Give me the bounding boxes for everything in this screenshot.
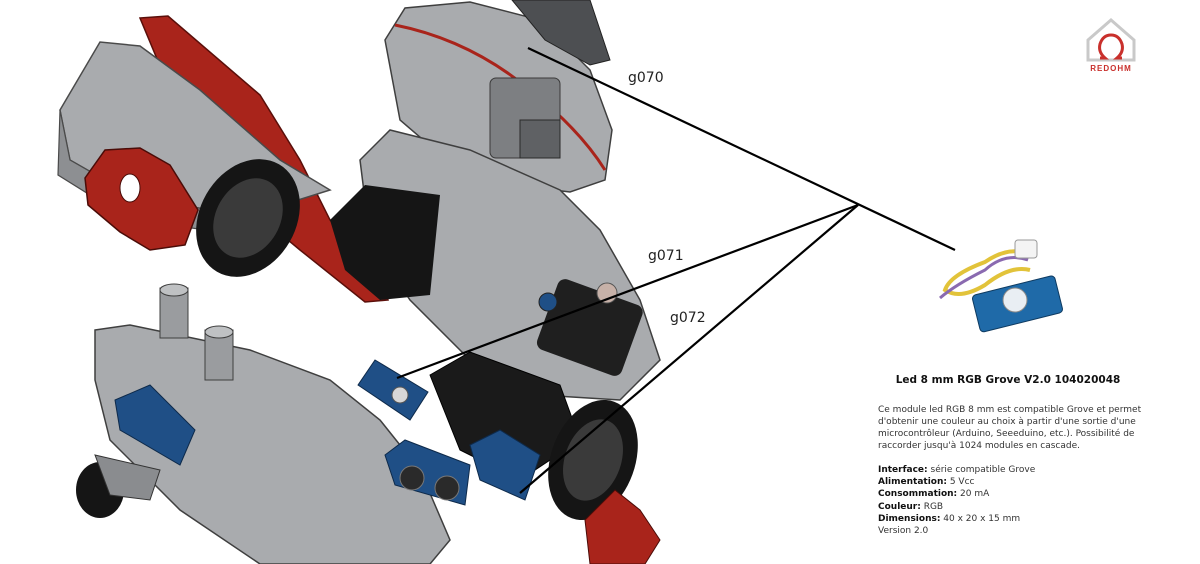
red-bracket-bottom: [584, 489, 661, 564]
spec-row: Alimentation: 5 Vcc: [878, 477, 975, 488]
logo-brand-text: REDOHM: [1090, 64, 1132, 73]
chassis-pcb: [114, 384, 196, 466]
spec-row: Interface: série compatible Grove: [878, 465, 1036, 475]
component-version: Version 2.0: [878, 526, 929, 537]
spec-row: Couleur: RGB: [878, 501, 944, 512]
component-card: Led 8 mm RGB Grove V2.0 104020048 Ce mod…: [878, 374, 1178, 537]
leader-lines: [396, 47, 956, 494]
callout-g071: g071: [648, 248, 684, 264]
component-title: Led 8 mm RGB Grove V2.0 104020048: [895, 374, 1121, 386]
house-icon: [1086, 18, 1136, 62]
spec-row: Dimensions: 40 x 20 x 15 mm: [878, 513, 1021, 524]
omega-icon: [1098, 33, 1124, 60]
callout-g070: g070: [628, 70, 664, 86]
small-pcb: [469, 429, 541, 501]
component-specs: Interface: série compatible Grove Alimen…: [878, 464, 1178, 537]
black-strap: [330, 185, 440, 300]
top-pcb: [511, 0, 611, 66]
component-description: Ce module led RGB 8 mm est compatible Gr…: [878, 405, 1142, 451]
bottom-chassis: [94, 324, 451, 564]
grove-led-module-g071: [357, 359, 429, 421]
callout-g072: g072: [670, 310, 706, 326]
redohm-logo: REDOHM: [1080, 14, 1142, 78]
red-bracket-left: [84, 147, 199, 251]
grove-led-photo: [939, 239, 1063, 333]
spec-row: Consommation: 20 mA: [878, 489, 990, 500]
